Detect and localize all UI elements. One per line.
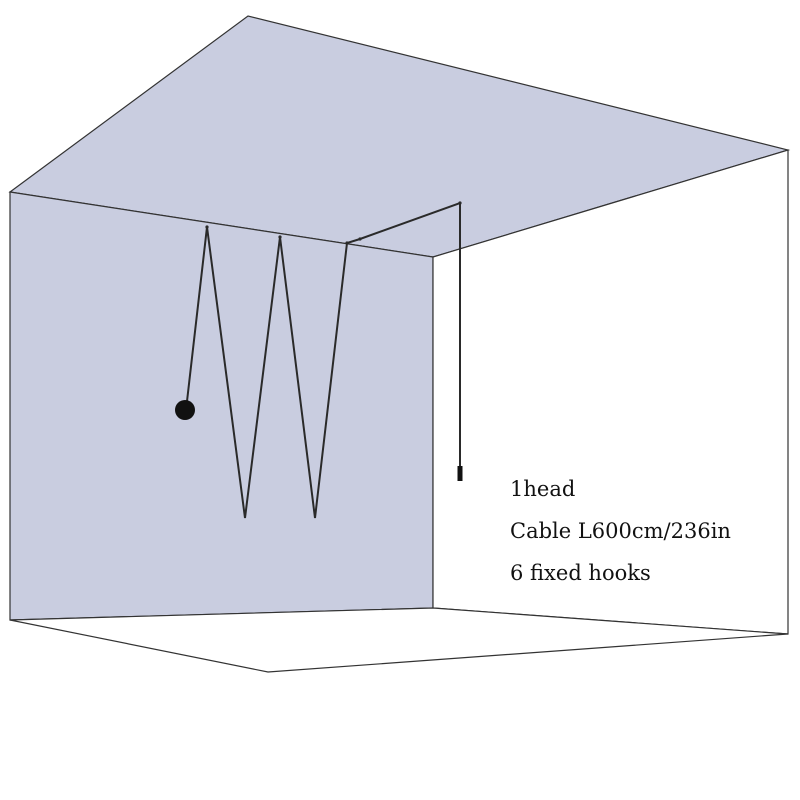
spec-hooks: 6 fixed hooks: [510, 561, 651, 585]
zigzag-cable: [185, 201, 461, 519]
hook-3: [345, 241, 349, 245]
plug-icon: [457, 466, 463, 481]
floor: [9, 607, 789, 673]
hook-5: [458, 201, 462, 205]
hook-2: [278, 235, 282, 239]
spec-head-count: 1head: [510, 477, 576, 501]
back-wall: [9, 191, 434, 621]
product-specs: 1head Cable L600cm/236in 6 fixed hooks: [510, 468, 731, 594]
hook-1: [205, 225, 209, 229]
lamp-head-icon: [175, 400, 195, 420]
spec-cable-length: Cable L600cm/236in: [510, 519, 731, 543]
hook-4: [358, 237, 362, 241]
